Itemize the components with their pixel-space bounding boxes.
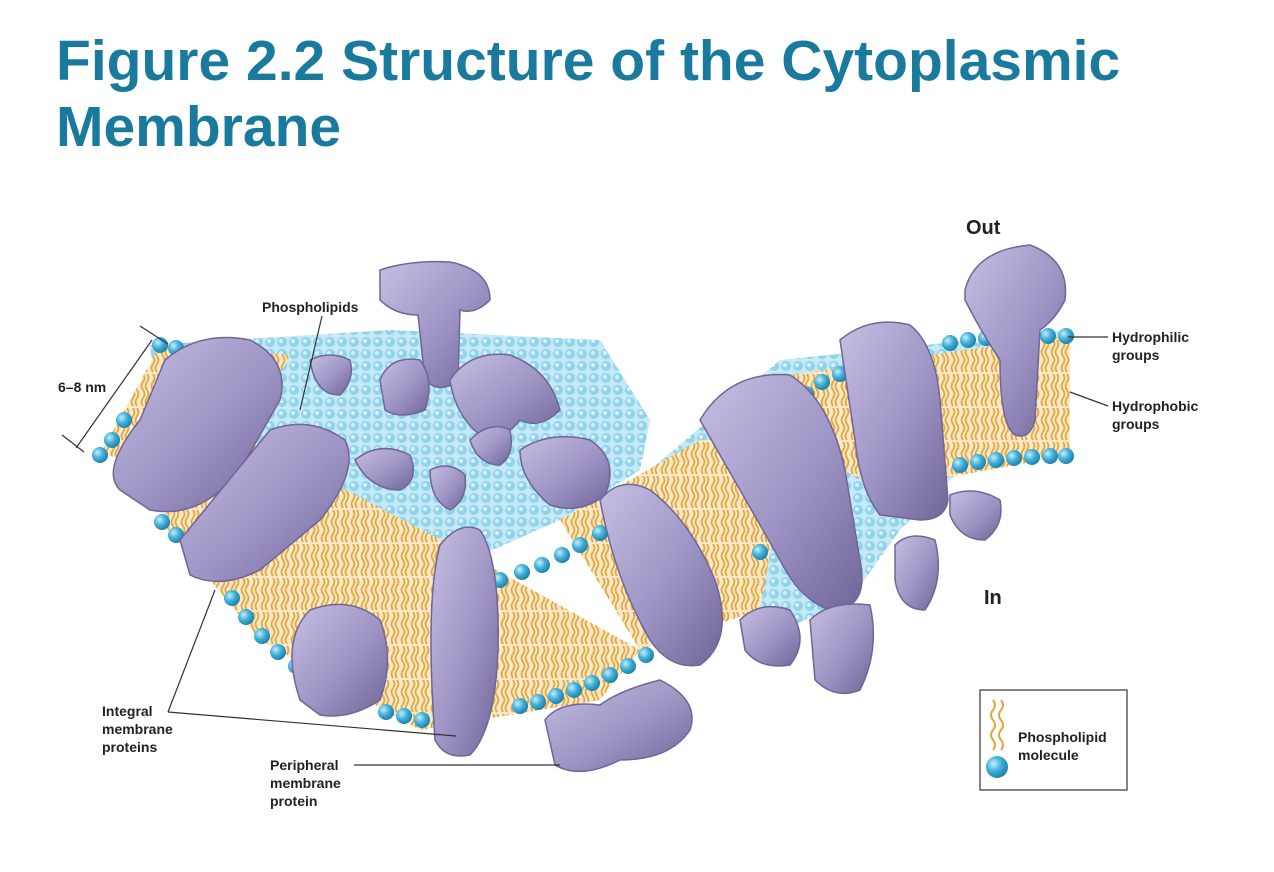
legend-box: Phospholipid molecule <box>979 689 1128 791</box>
label-integral-1: Integral <box>102 703 153 719</box>
label-hydrophilic-1: Hydrophilic <box>1112 329 1189 345</box>
label-integral-2: membrane <box>102 721 173 737</box>
label-hydrophobic-1: Hydrophobic <box>1112 398 1199 414</box>
legend-label-1: Phospholipid <box>1018 729 1107 745</box>
label-hydrophobic-2: groups <box>1112 416 1160 432</box>
label-peripheral-3: protein <box>270 793 317 809</box>
label-phospholipids: Phospholipids <box>262 299 359 315</box>
peripheral-proteins <box>309 260 1002 773</box>
legend-label-2: molecule <box>1018 747 1079 763</box>
label-out: Out <box>966 217 1001 239</box>
page-title: Figure 2.2 Structure of the Cytoplasmic … <box>56 29 1121 159</box>
leader-lines <box>61 315 1109 766</box>
label-integral-3: proteins <box>102 739 157 755</box>
label-hydrophilic-2: groups <box>1112 347 1160 363</box>
label-in: In <box>984 587 1002 609</box>
label-thickness: 6–8 nm <box>58 379 106 395</box>
integral-proteins <box>112 244 1067 757</box>
label-peripheral-2: membrane <box>270 775 341 791</box>
label-peripheral-1: Peripheral <box>270 757 338 773</box>
legend-phospholipid-icon <box>986 699 1008 778</box>
